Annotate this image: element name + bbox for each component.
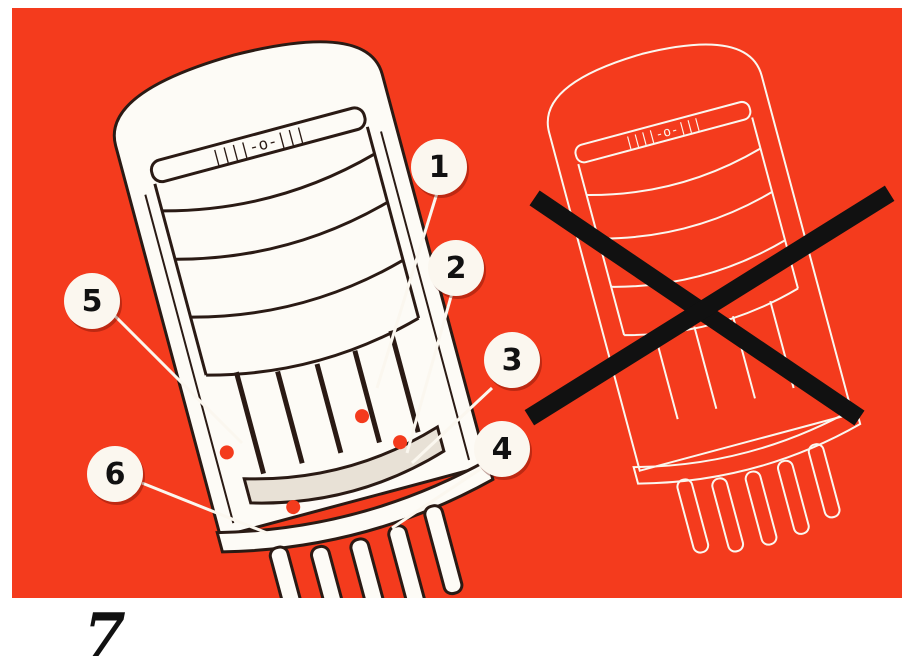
callout-4: 4: [474, 421, 530, 477]
callout-2-label: 2: [446, 251, 467, 286]
callout-6-label: 6: [105, 457, 126, 492]
callout-4-label: 4: [492, 432, 513, 467]
callout-3: 3: [484, 332, 540, 388]
tube-illustrations: ||||-o-|||: [12, 8, 902, 598]
callout-1: 1: [411, 139, 467, 195]
vacuum-tube-detailed: ||||-o-|||: [99, 19, 522, 598]
figure-number: 7: [84, 606, 126, 666]
callout-1-label: 1: [429, 150, 450, 185]
callout-2: 2: [428, 240, 484, 296]
callout-5: 5: [64, 273, 120, 329]
callout-5-label: 5: [82, 284, 103, 319]
callout-3-label: 3: [502, 343, 523, 378]
svg-text:||||-o-|||: ||||-o-|||: [624, 116, 703, 151]
illustration-panel: ||||-o-|||: [12, 8, 902, 598]
callout-6: 6: [87, 446, 143, 502]
